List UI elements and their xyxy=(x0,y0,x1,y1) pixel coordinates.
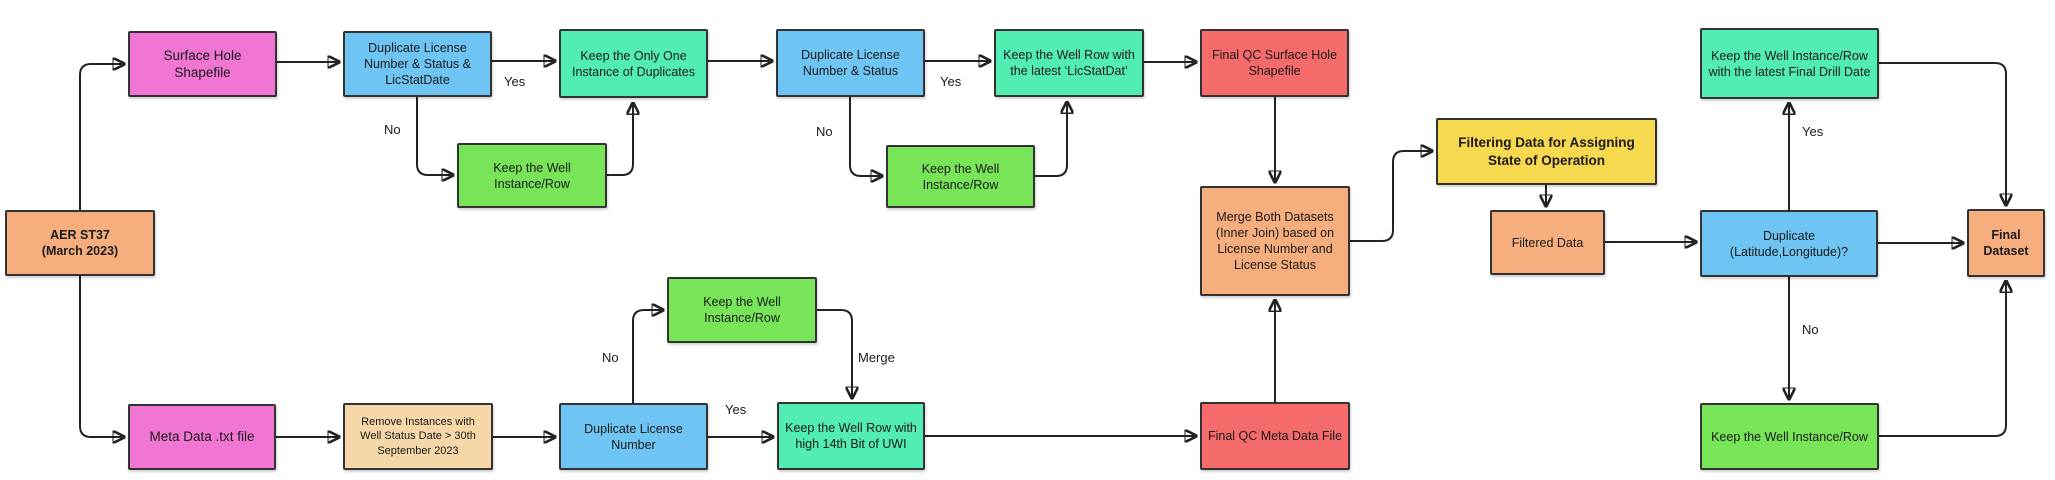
node-duplicate-lat-lon: Duplicate (Latitude,Longitude)? xyxy=(1700,210,1878,277)
edge-label-yes-1: Yes xyxy=(504,74,526,89)
node-keep-well-instance-2: Keep the Well Instance/Row xyxy=(886,145,1035,208)
node-duplicate-license-status: Duplicate License Number & Status xyxy=(776,29,925,97)
edge-keepwell2-to-keeplatest xyxy=(1035,104,1067,177)
edge-label-no-1: No xyxy=(384,122,401,137)
edge-keepwell1-to-keeponlyone xyxy=(607,105,633,176)
node-keep-well-instance-3: Keep the Well Instance/Row xyxy=(1700,403,1879,470)
edge-label-merge: Merge xyxy=(858,350,895,365)
edge-label-yes-meta: Yes xyxy=(725,402,747,417)
node-meta-data-txt-file: Meta Data .txt file xyxy=(128,404,276,470)
node-filtering-data-state-operation: Filtering Data for Assigning State of Op… xyxy=(1436,118,1657,185)
edge-aer-to-surface-hole xyxy=(79,64,122,210)
edge-aer-to-meta-data xyxy=(79,276,122,437)
node-aer-st37: AER ST37 (March 2023) xyxy=(5,210,155,276)
node-keep-only-one-instance: Keep the Only One Instance of Duplicates xyxy=(559,29,708,98)
node-keep-well-instance-1: Keep the Well Instance/Row xyxy=(457,143,607,208)
edge-merge-to-filtering xyxy=(1350,151,1430,242)
node-filtered-data: Filtered Data xyxy=(1490,210,1605,275)
edge-keepwell3-to-final-dataset xyxy=(1879,283,2006,437)
edge-label-yes-2: Yes xyxy=(940,74,962,89)
node-keep-row-14th-bit-uwi: Keep the Well Row with high 14th Bit of … xyxy=(777,402,925,470)
edge-duplicate2-no xyxy=(849,97,880,176)
node-surface-hole-shapefile: Surface Hole Shapefile xyxy=(128,31,277,97)
edge-label-no-latlon: No xyxy=(1802,322,1819,337)
node-final-qc-meta-data: Final QC Meta Data File xyxy=(1200,402,1350,470)
node-duplicate-license-status-licstatdate: Duplicate License Number & Status & LicS… xyxy=(343,31,492,97)
node-keep-latest-final-drill-date: Keep the Well Instance/Row with the late… xyxy=(1700,28,1879,99)
node-keep-latest-licstatdat: Keep the Well Row with the latest ‘LicSt… xyxy=(994,29,1144,97)
edge-label-no-meta: No xyxy=(602,350,619,365)
edge-keepdrill-to-final-dataset xyxy=(1879,62,2006,203)
node-keep-well-instance-4: Keep the Well Instance/Row xyxy=(667,277,817,343)
node-duplicate-license-number: Duplicate License Number xyxy=(559,403,708,470)
edge-duplicate-num-no xyxy=(632,310,661,403)
edge-keepwell4-merge-to-uwi xyxy=(817,309,852,396)
edge-duplicate1-no xyxy=(416,97,451,175)
node-merge-both-datasets: Merge Both Datasets (Inner Join) based o… xyxy=(1200,186,1350,296)
node-remove-instances-well-status: Remove Instances with Well Status Date >… xyxy=(343,403,493,470)
node-final-qc-surface-hole: Final QC Surface Hole Shapefile xyxy=(1200,29,1349,97)
node-final-dataset: Final Dataset xyxy=(1967,209,2045,277)
edge-label-yes-latlon: Yes xyxy=(1802,124,1824,139)
edge-label-no-2: No xyxy=(816,124,833,139)
